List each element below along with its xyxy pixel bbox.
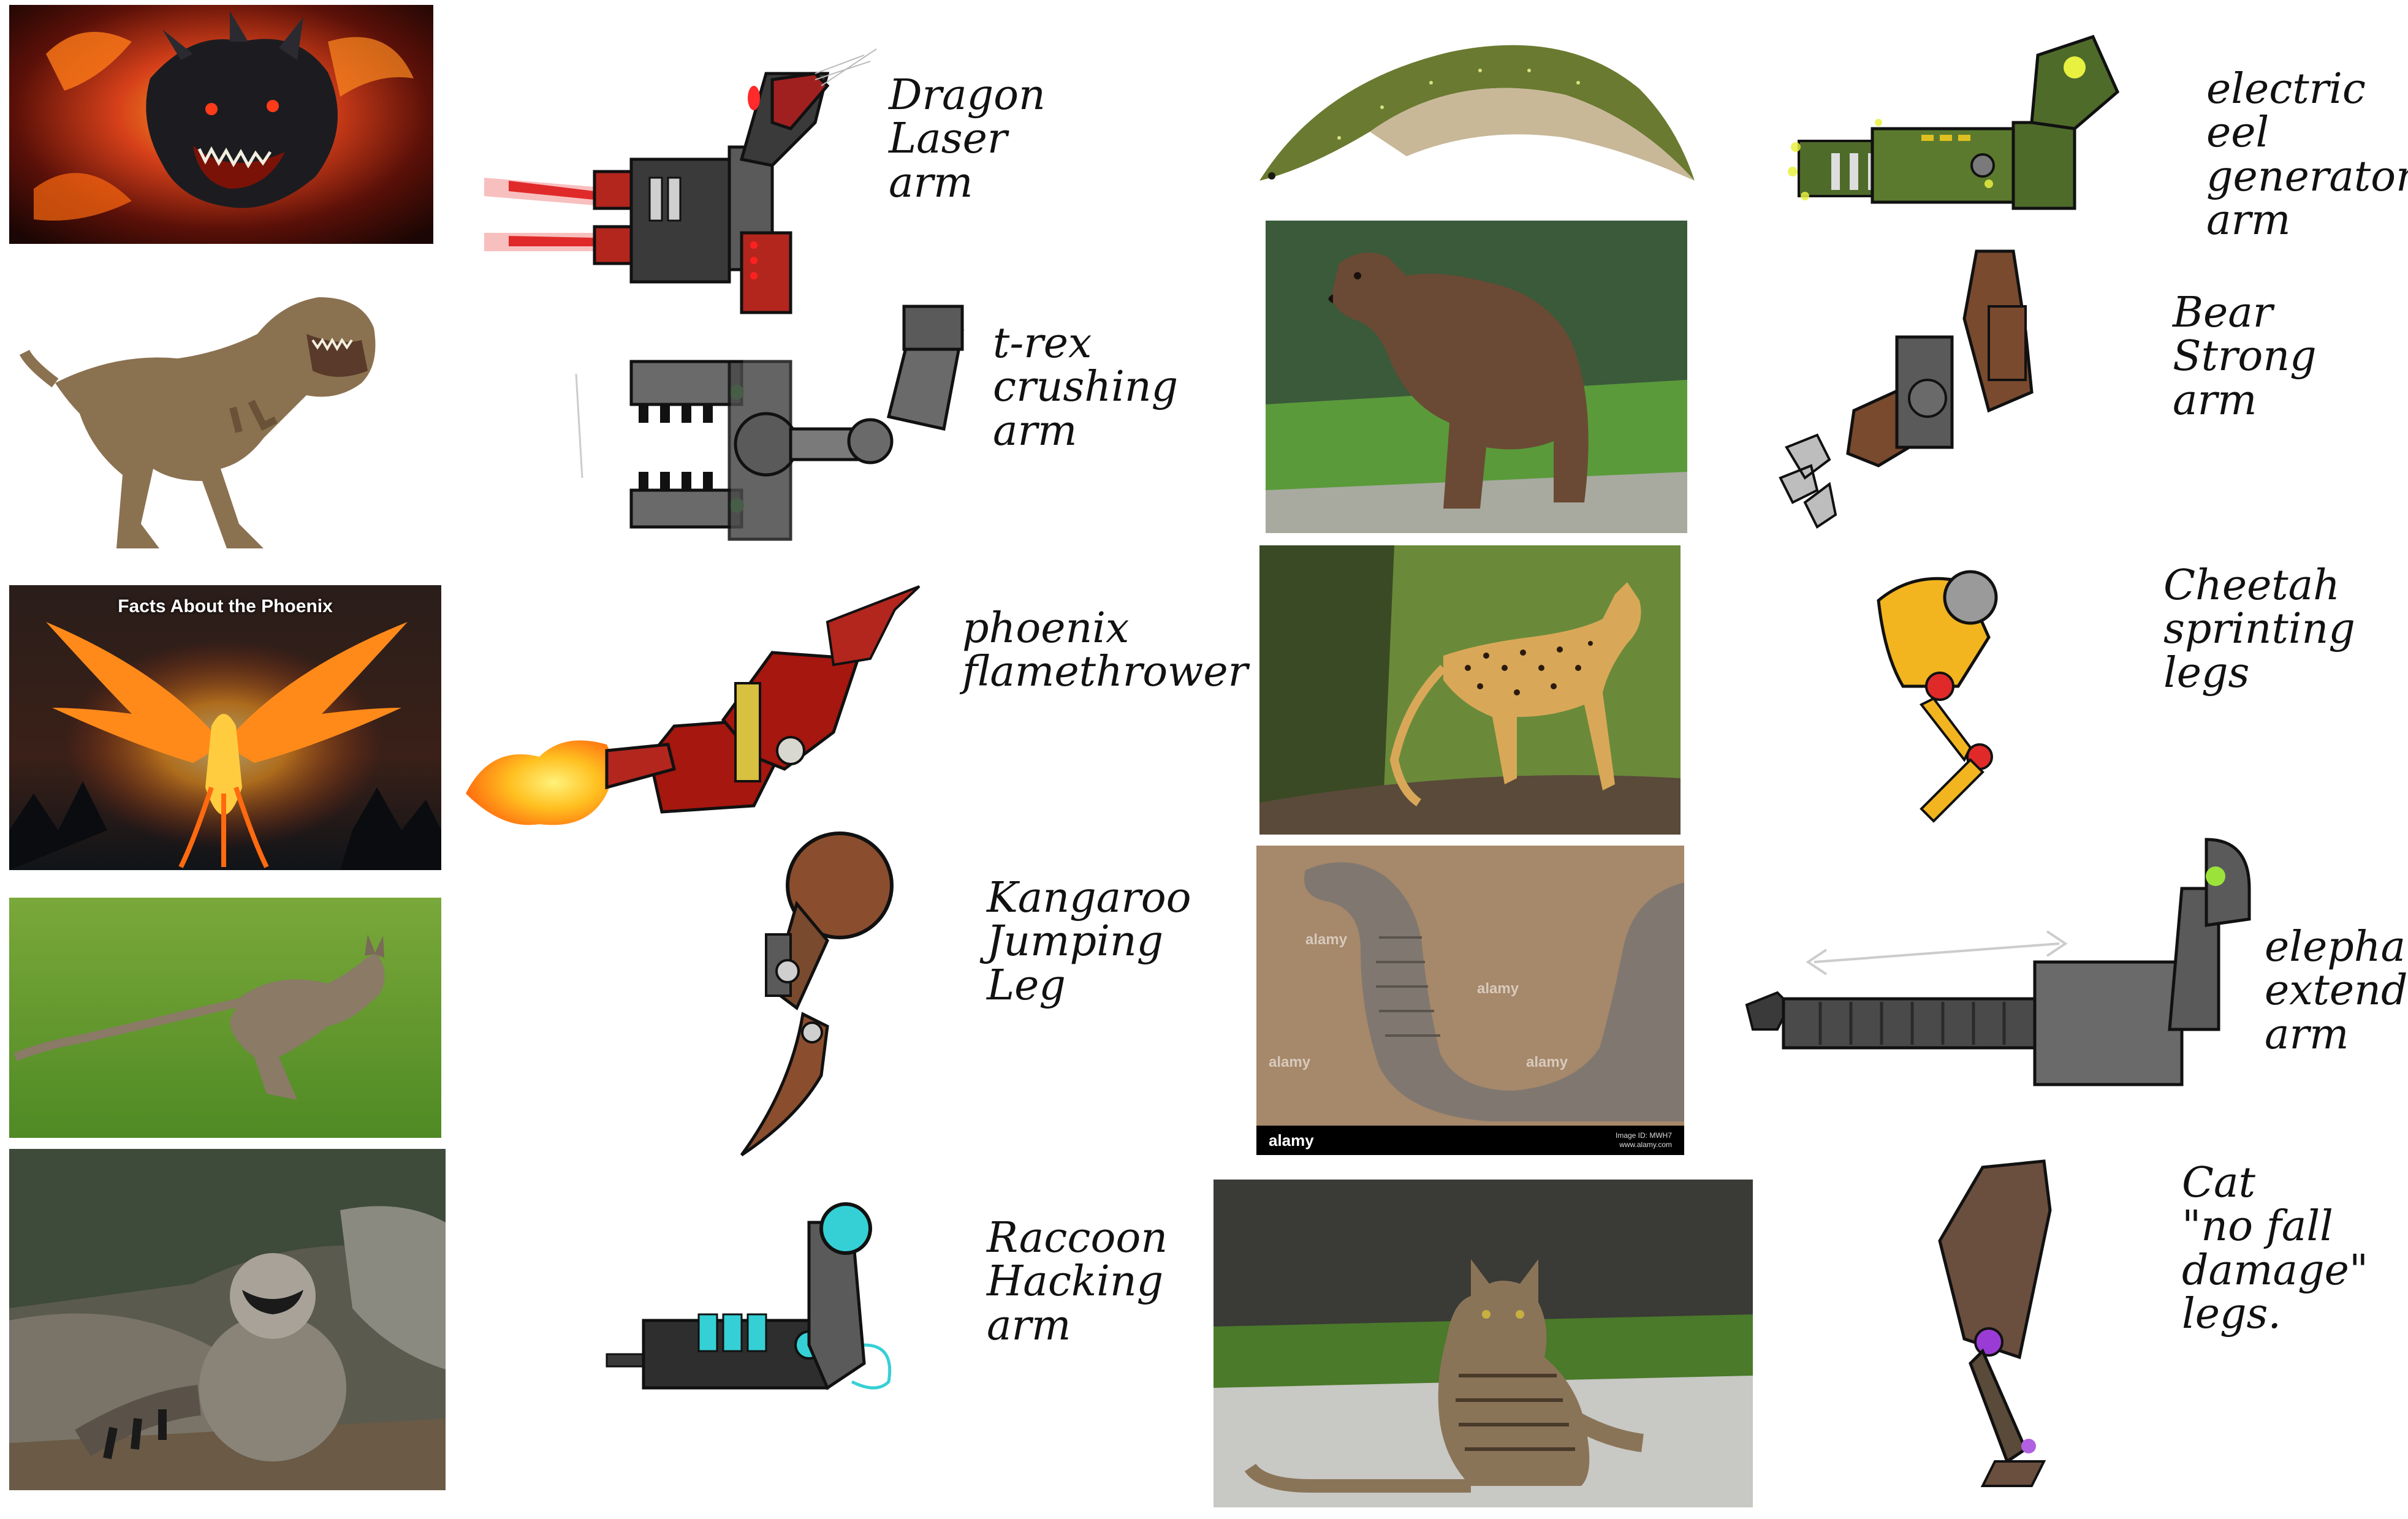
trex-photo xyxy=(18,279,386,567)
bear-label: Bear Strong arm xyxy=(2173,289,2317,425)
raccoon-photo xyxy=(9,1149,446,1490)
phoenix-flamethrower-sketch xyxy=(466,585,956,855)
eel-photo xyxy=(1247,15,1701,199)
elephant-extendo-arm-sketch xyxy=(1741,827,2262,1103)
cat-no-fall-damage-legs-sketch xyxy=(1928,1155,2099,1498)
kangaroo-label: Kangaroo Jumping Leg xyxy=(987,874,1191,1010)
raccoon-label: Raccoon Hacking arm xyxy=(987,1214,1168,1350)
dragon-photo xyxy=(9,5,433,244)
alamy-watermark: alamy xyxy=(1477,980,1519,997)
raccoon-hacking-arm-sketch xyxy=(606,1198,913,1419)
trex-label: t-rex crushing arm xyxy=(993,319,1179,455)
dragon-label: Dragon Laser arm xyxy=(889,71,1046,207)
bear-photo xyxy=(1266,221,1687,533)
eel-generator-arm-sketch xyxy=(1787,31,2130,221)
stock-image-id: Image ID: MWH7 www.alamy.com xyxy=(1615,1131,1672,1149)
phoenix-photo-caption: Facts About the Phoenix xyxy=(118,596,333,616)
bear-strong-arm-sketch xyxy=(1779,245,2062,533)
elephant-label: elephant extend-o arm xyxy=(2265,923,2408,1059)
stock-bar xyxy=(1256,1126,1684,1155)
cheetah-photo xyxy=(1259,545,1681,835)
phoenix-photo: Facts About the Phoenix xyxy=(9,585,441,870)
kangaroo-photo xyxy=(9,898,441,1138)
trex-crushing-arm-sketch xyxy=(570,294,968,551)
phoenix-label: phoenix flamethrower xyxy=(962,604,1248,697)
cheetah-sprinting-legs-sketch xyxy=(1866,564,2019,833)
alamy-watermark: alamy xyxy=(1269,1054,1311,1070)
alamy-watermark: alamy xyxy=(1305,931,1348,948)
elephant-photo: alamy alamy alamy alamy alamy Image ID: … xyxy=(1256,846,1684,1155)
kangaroo-jumping-leg-sketch xyxy=(729,830,925,1164)
dragon-laser-arm-sketch xyxy=(484,48,889,314)
cat-label: Cat "no fall damage" legs. xyxy=(2182,1159,2369,1339)
alamy-watermark: alamy xyxy=(1526,1054,1568,1070)
eel-label: electric eel generator arm xyxy=(2206,65,2408,245)
cheetah-label: Cheetah sprinting legs xyxy=(2163,561,2355,697)
alamy-logo: alamy xyxy=(1269,1131,1314,1150)
cat-photo xyxy=(1213,1180,1753,1507)
